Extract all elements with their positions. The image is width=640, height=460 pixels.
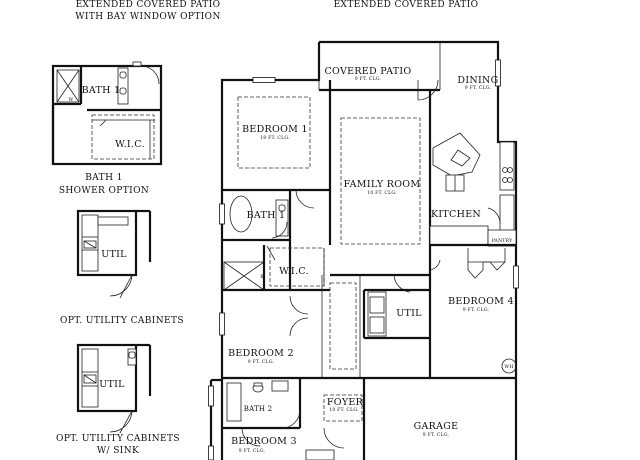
utility-sink-option-caption-line2: W/ SINK xyxy=(97,446,139,456)
header-left-line1: EXTENDED COVERED PATIO xyxy=(76,0,221,10)
room-pantry: PANTRY xyxy=(492,238,513,244)
room-dining-ceiling: 9 FT. CLG. xyxy=(465,85,492,91)
room-foyer: FOYER xyxy=(327,397,364,408)
room-covered-patio-ceiling: 9 FT. CLG. xyxy=(355,76,382,82)
room-bedroom-3: BEDROOM 3 xyxy=(231,436,297,447)
bath-shower-option-caption-line2: SHOWER OPTION xyxy=(59,186,149,196)
water-heater-tag: WH xyxy=(504,364,513,370)
room-bedroom-2-ceiling: 9 FT. CLG. xyxy=(248,359,275,365)
room-bedroom-3-ceiling: 9 FT. CLG. xyxy=(239,448,266,454)
room-garage-ceiling: 9 FT. CLG. xyxy=(423,432,450,438)
bath-shower-option-diagram: W BATH 1 W.I.C. xyxy=(51,61,163,166)
room-bath-2: BATH 2 xyxy=(244,405,272,413)
utility-sink-option-room: UTIL xyxy=(99,379,125,390)
bath-shower-option-caption-line1: BATH 1 xyxy=(85,173,122,183)
room-bedroom-2: BEDROOM 2 xyxy=(228,348,294,359)
room-bath-1: BATH 1 xyxy=(247,210,286,221)
utility-cabinets-option-room: UTIL xyxy=(101,249,127,260)
room-util: UTIL xyxy=(396,308,422,319)
utility-sink-option-diagram: UTIL xyxy=(76,343,152,434)
room-bedroom-1-ceiling: 10 FT. CLG. xyxy=(260,135,290,141)
bath-shower-option-room: BATH 1 xyxy=(82,85,121,96)
utility-cabinets-option-caption: OPT. UTILITY CABINETS xyxy=(60,316,184,326)
room-family-room-ceiling: 10 FT. CLG. xyxy=(367,190,397,196)
room-family-room: FAMILY ROOM xyxy=(344,179,421,190)
room-wic: W.I.C. xyxy=(279,266,309,277)
room-foyer-ceiling: 10 FT. CLG. xyxy=(329,407,359,413)
room-covered-patio: COVERED PATIO xyxy=(324,66,411,77)
room-bedroom-4: BEDROOM 4 xyxy=(448,296,514,307)
utility-cabinets-option-diagram: UTIL xyxy=(76,209,152,299)
room-dining: DINING xyxy=(457,75,498,86)
bath-shower-option-tag: W xyxy=(69,97,74,103)
room-bedroom-4-ceiling: 9 FT. CLG. xyxy=(463,307,490,313)
header-left-line2: WITH BAY WINDOW OPTION xyxy=(75,12,221,22)
room-kitchen: KITCHEN xyxy=(431,209,481,220)
room-garage: GARAGE xyxy=(414,421,459,432)
utility-sink-option-caption-line1: OPT. UTILITY CABINETS xyxy=(56,434,180,444)
bath-shower-option-closet: W.I.C. xyxy=(115,139,145,150)
header-center: EXTENDED COVERED PATIO xyxy=(334,0,479,10)
main-floor-plan xyxy=(208,40,519,460)
room-bedroom-1: BEDROOM 1 xyxy=(242,124,308,135)
shower-bench-tag: B xyxy=(260,274,264,280)
